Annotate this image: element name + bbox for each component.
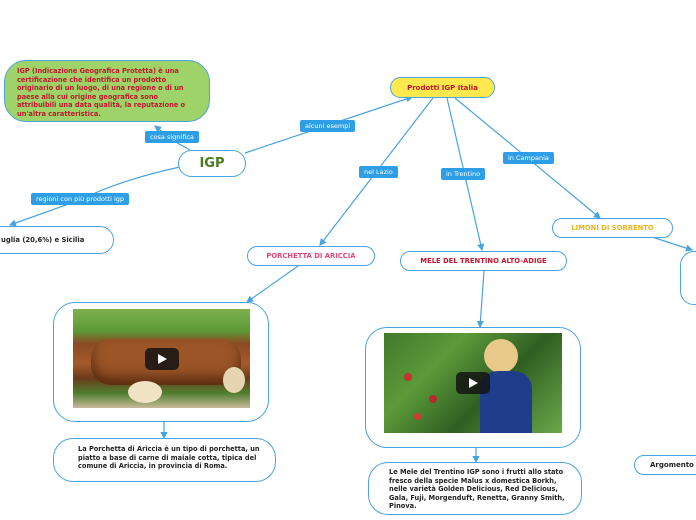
edge-label-lazio[interactable]: nel Lazio <box>359 166 398 178</box>
mele-desc-node[interactable]: Le Mele del Trentino IGP sono i frutti a… <box>368 462 582 515</box>
products-hub-node[interactable]: Prodotti IGP Italia <box>390 77 495 98</box>
edge-mele-video <box>476 270 485 329</box>
products-hub-label: Prodotti IGP Italia <box>407 83 478 92</box>
edge-porchetta-video <box>246 265 299 303</box>
next-node-partial[interactable] <box>680 251 696 305</box>
mele-title-node[interactable]: MELE DEL TRENTINO ALTO-ADIGE <box>400 251 567 271</box>
edge-label-regioni[interactable]: regioni con più prodotti igp <box>31 193 130 205</box>
porchetta-title: PORCHETTA DI ARICCIA <box>266 252 356 260</box>
root-node-igp[interactable]: IGP <box>178 150 246 177</box>
regions-text: uglia (20,6%) e Sicilia <box>1 236 85 244</box>
regions-node[interactable]: uglia (20,6%) e Sicilia <box>0 226 114 254</box>
edge-label-trentino[interactable]: in Trentino <box>441 168 486 180</box>
porchetta-video-thumbnail[interactable] <box>73 309 250 408</box>
porchetta-video-node[interactable] <box>53 302 269 422</box>
limoni-title-node[interactable]: LIMONI DI SORRENTO <box>552 218 673 238</box>
mele-title: MELE DEL TRENTINO ALTO-ADIGE <box>420 257 547 265</box>
porchetta-desc-text: La Porchetta di Ariccia è un tipo di por… <box>78 445 260 471</box>
mele-video-thumbnail[interactable] <box>384 333 562 433</box>
porchetta-title-node[interactable]: PORCHETTA DI ARICCIA <box>247 246 375 266</box>
argomento-label: Argomento <box>650 461 694 469</box>
play-icon[interactable] <box>456 372 490 394</box>
root-label: IGP <box>199 156 225 171</box>
edge-label-cosa-significa[interactable]: cosa significa <box>145 131 199 143</box>
porchetta-desc-node[interactable]: La Porchetta di Ariccia è un tipo di por… <box>53 438 276 482</box>
edge-label-alcuni-esempi[interactable]: alcuni esempi <box>300 120 356 132</box>
play-icon[interactable] <box>144 347 179 370</box>
limoni-title: LIMONI DI SORRENTO <box>571 224 654 232</box>
edge-limoni-next <box>651 236 694 252</box>
mele-video-node[interactable] <box>365 327 581 448</box>
argomento-node[interactable]: Argomento <box>634 455 696 475</box>
definition-text: IGP (Indicazione Geografica Protetta) è … <box>17 67 186 118</box>
definition-node[interactable]: IGP (Indicazione Geografica Protetta) è … <box>4 60 210 122</box>
mele-desc-text: Le Mele del Trentino IGP sono i frutti a… <box>389 468 565 511</box>
edge-label-campania[interactable]: in Campania <box>503 152 554 164</box>
